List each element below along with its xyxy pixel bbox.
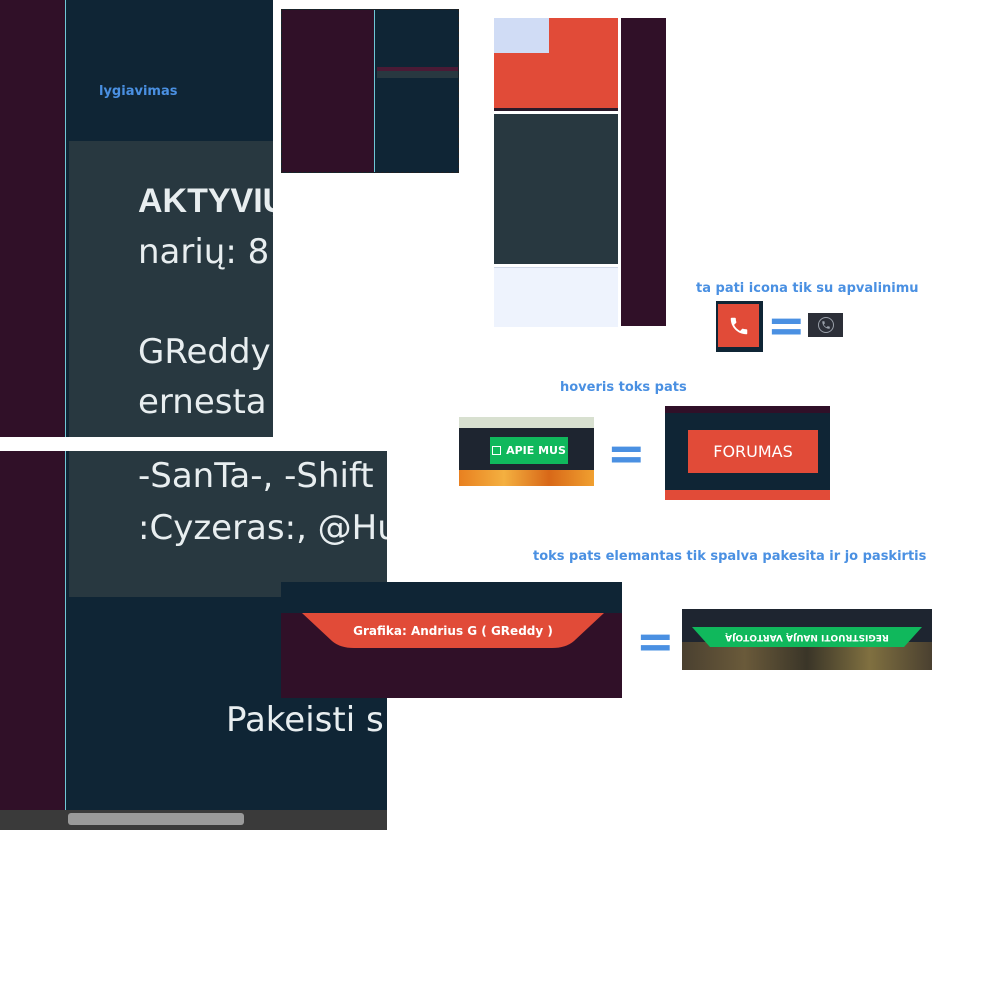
pale-block: [494, 267, 618, 327]
scrollbar-thumb[interactable]: [68, 813, 244, 825]
phone-round-icon-frame: [808, 313, 843, 337]
forumas-preview: FORUMAS: [665, 406, 830, 500]
light-block: [494, 18, 549, 53]
register-label[interactable]: REGISTRUOTI NAUJĄ VARTOTOJĄ: [725, 632, 889, 642]
zoom-text-line6: :Cyzeras:, @Hu: [138, 508, 387, 548]
preview-footer-bar: [281, 582, 622, 613]
credit-ribbon-shape: [302, 613, 604, 648]
zoomed-panel-top: lygiavimas AKTYVIŲ narių: 8 GReddy ernes…: [0, 0, 273, 437]
stats-panel: [69, 141, 273, 437]
forumas-button[interactable]: FORUMAS: [688, 430, 818, 473]
gap-line: [618, 18, 621, 326]
preview-header: [459, 417, 594, 428]
equals-sign: =: [767, 298, 806, 352]
phone-square-icon-frame: [716, 301, 763, 352]
slate-block: [494, 114, 618, 264]
purple-sidebar-strip: [0, 0, 65, 437]
guide-line: [65, 451, 66, 830]
annotation-hover: hoveris toks pats: [560, 380, 687, 395]
crop-stripe: [377, 71, 458, 78]
stats-panel: [69, 451, 387, 597]
credit-preview: Grafika: Andrius G ( GReddy ): [281, 582, 622, 698]
apie-mus-preview: APIE MUS: [459, 417, 594, 486]
preview-bottom-bar: [665, 490, 830, 500]
divider: [494, 108, 618, 111]
zoom-text-line7: Pakeisti s: [226, 700, 384, 740]
preview-top-bar: [665, 406, 830, 413]
guide-line: [65, 0, 66, 437]
annotation-color-changed: toks pats elemantas tik spalva pakesita …: [533, 549, 927, 564]
equals-sign: =: [607, 426, 646, 480]
register-ribbon-shape: [692, 627, 922, 647]
apie-mus-label: APIE MUS: [506, 444, 566, 457]
zoom-text-line2: narių: 8: [138, 232, 270, 272]
info-icon: [492, 446, 502, 455]
layout-blocks: [494, 18, 666, 327]
phone-icon[interactable]: [718, 304, 759, 347]
forumas-label: FORUMAS: [713, 442, 793, 461]
annotation-alignment: lygiavimas: [99, 84, 178, 99]
apie-mus-button[interactable]: APIE MUS: [490, 437, 568, 464]
zoom-text-line5: -SanTa-, -Shift: [138, 456, 374, 496]
purple-sidebar-strip: [0, 451, 65, 830]
zoom-text-line4: ernesta: [138, 382, 267, 422]
phone-round-icon[interactable]: [817, 317, 834, 333]
purple-block: [282, 10, 374, 172]
zoom-text-line3: GReddy: [138, 332, 271, 372]
register-preview: REGISTRUOTI NAUJĄ VARTOTOJĄ: [682, 609, 932, 670]
credit-label[interactable]: Grafika: Andrius G ( GReddy ): [353, 624, 553, 638]
crop-stripe: [377, 67, 458, 71]
selection-crop: [281, 9, 459, 173]
purple-column: [621, 18, 666, 326]
guide-line: [374, 10, 375, 172]
equals-sign: =: [636, 614, 675, 668]
annotation-rounded-icon: ta pati icona tik su apvalinimu: [696, 281, 919, 296]
zoom-text-line1: AKTYVIŲ: [138, 182, 273, 220]
preview-banner: [459, 470, 594, 486]
